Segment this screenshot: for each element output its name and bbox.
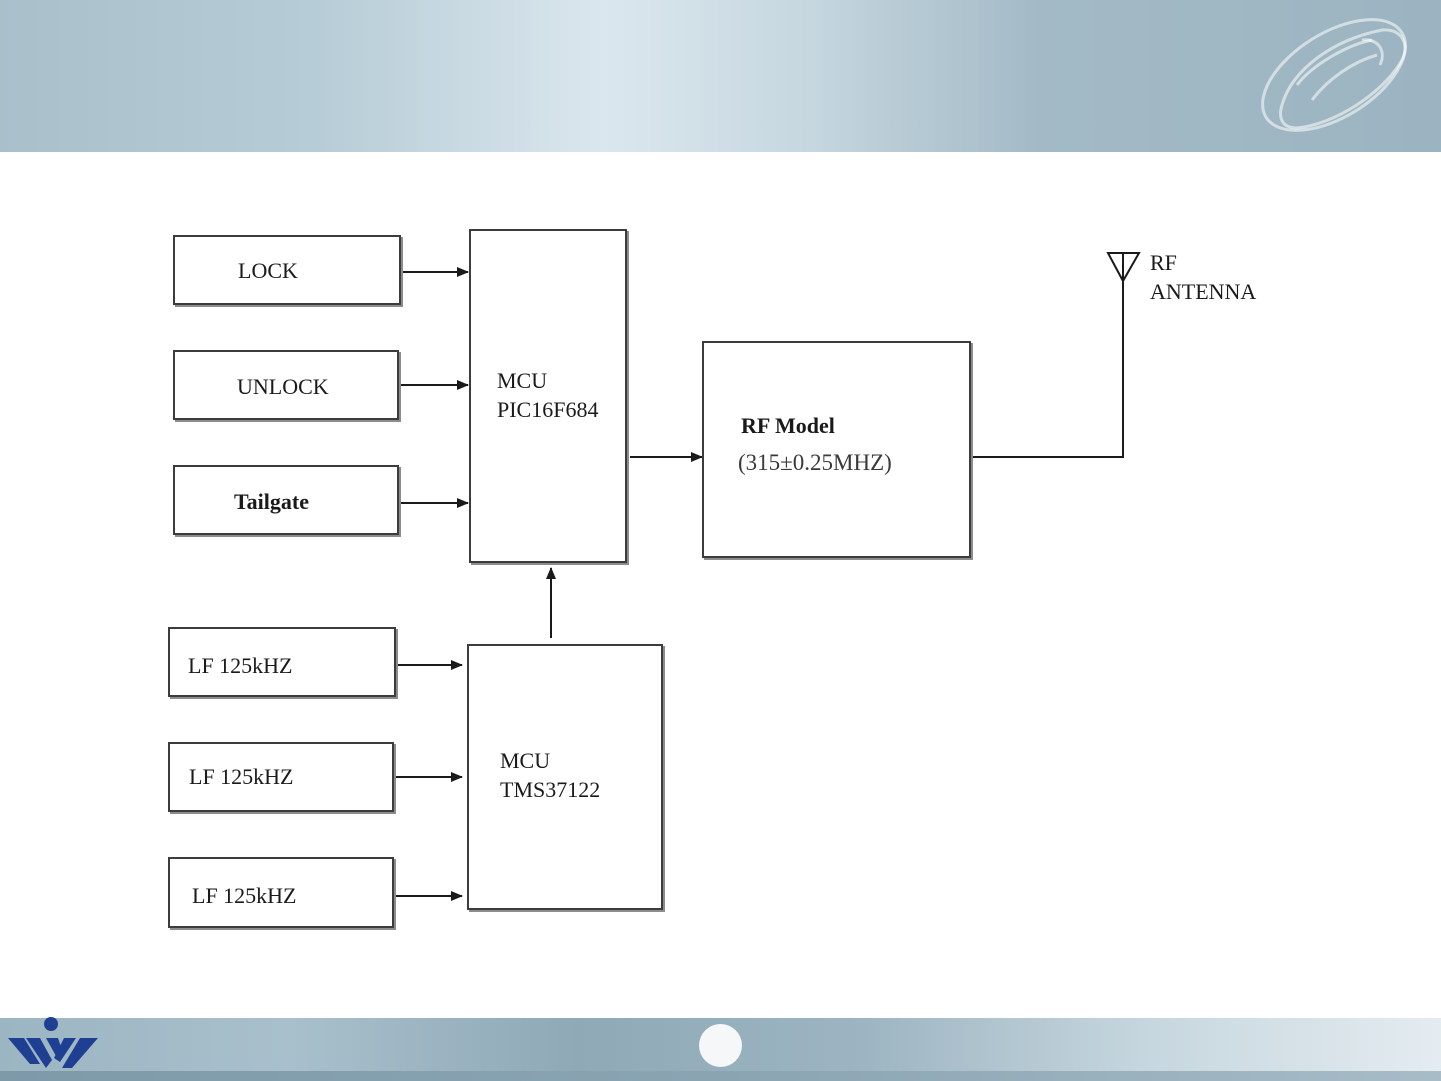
mcu-bottom-label: MCU (500, 746, 550, 775)
rf-model-label: RF Model (741, 415, 835, 437)
wire-rf-to-antenna (971, 262, 1123, 457)
tailgate-label: Tailgate (234, 491, 309, 513)
rf-model-frequency: (315±0.25MHZ) (738, 451, 892, 474)
lf-label-1: LF 125kHZ (188, 655, 293, 677)
mcu-bottom-model: TMS37122 (500, 775, 600, 804)
company-logo-icon (6, 1016, 101, 1074)
antenna-label-antenna: ANTENNA (1150, 277, 1256, 306)
footer-circle (699, 1024, 742, 1067)
lf-label-3: LF 125kHZ (192, 885, 297, 907)
mcu-top-label: MCU (497, 366, 547, 395)
unlock-label: UNLOCK (237, 376, 329, 398)
lf-label-2: LF 125kHZ (189, 766, 294, 788)
antenna-label-rf: RF (1150, 248, 1177, 277)
mcu-top-model: PIC16F684 (497, 395, 598, 424)
footer-strip (0, 1071, 1441, 1081)
lock-label: LOCK (238, 260, 298, 282)
